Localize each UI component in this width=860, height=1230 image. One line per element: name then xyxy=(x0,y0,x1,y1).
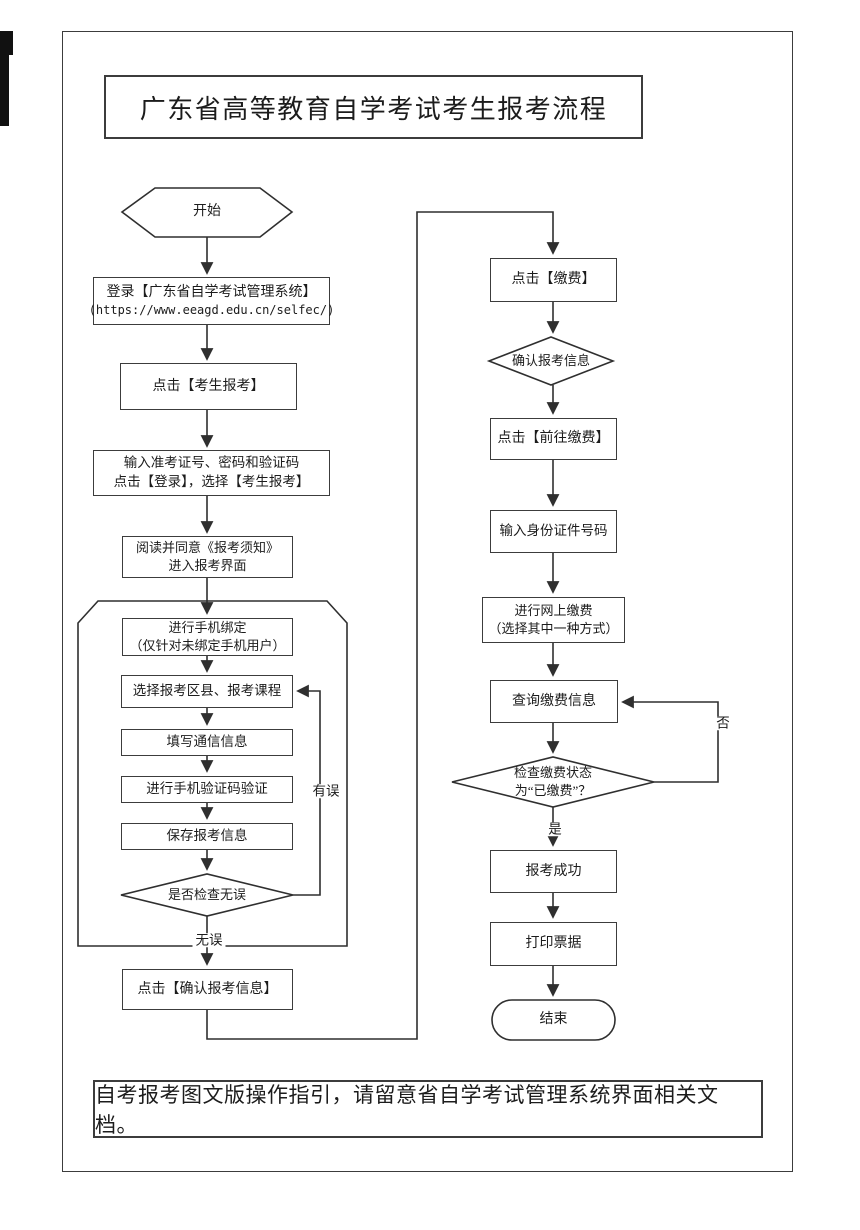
edge-label-error: 有误 xyxy=(309,784,343,798)
node-login-line1: 登录【广东省自学考试管理系统】 xyxy=(106,284,317,300)
node-read-notice-line1: 阅读并同意《报考须知》 xyxy=(135,539,279,555)
status-decision-shape xyxy=(451,756,655,808)
footer-note: 自考报考图文版操作指引，请留意省自学考试管理系统界面相关文档。 xyxy=(93,1080,763,1138)
edge-label-no: 否 xyxy=(713,716,733,730)
scan-artifact-bar xyxy=(0,31,9,126)
loop-container-shape xyxy=(77,600,348,947)
node-bind-phone-line1: 进行手机绑定 xyxy=(168,619,247,635)
node-fill-contact: 填写通信信息 xyxy=(121,729,293,756)
node-enter-id: 输入身份证件号码 xyxy=(490,510,617,553)
start-terminal-shape xyxy=(120,187,294,238)
node-query-pay: 查询缴费信息 xyxy=(490,680,618,723)
edge-confirm-clickpay xyxy=(206,211,560,1040)
node-enter-credentials: 输入准考证号、密码和验证码 点击【登录】，选择【考生报考】 xyxy=(93,450,330,496)
node-online-pay: 进行网上缴费 （选择其中一种方式） xyxy=(482,597,625,643)
edge-feedback-no xyxy=(621,695,719,783)
node-confirm-info: 点击【确认报考信息】 xyxy=(122,969,293,1010)
node-verify-sms: 进行手机验证码验证 xyxy=(121,776,293,803)
node-online-pay-line2: （选择其中一种方式） xyxy=(488,621,619,636)
node-bind-phone: 进行手机绑定 （仅针对未绑定手机用户） xyxy=(122,618,293,656)
node-enter-credentials-line1: 输入准考证号、密码和验证码 xyxy=(123,455,300,471)
node-click-pay: 点击【缴费】 xyxy=(490,258,617,302)
confirm-decision-shape xyxy=(486,336,616,386)
node-login: 登录【广东省自学考试管理系统】 (https://www.eeagd.edu.c… xyxy=(89,277,334,325)
page-title: 广东省高等教育自学考试考生报考流程 xyxy=(104,75,643,139)
edge-label-yes: 是 xyxy=(545,822,565,836)
node-print-receipt: 打印票据 xyxy=(490,922,617,966)
node-login-url: (https://www.eeagd.edu.cn/selfec/) xyxy=(88,303,335,318)
node-save-info: 保存报考信息 xyxy=(121,823,293,850)
node-enter-credentials-line2: 点击【登录】，选择【考生报考】 xyxy=(113,474,310,489)
node-read-notice-line2: 进入报考界面 xyxy=(168,558,247,573)
node-read-notice: 阅读并同意《报考须知》 进入报考界面 xyxy=(122,536,293,578)
page-border xyxy=(62,31,793,1172)
node-goto-pay: 点击【前往缴费】 xyxy=(490,418,617,460)
node-success: 报考成功 xyxy=(490,850,617,893)
node-click-register: 点击【考生报考】 xyxy=(120,363,297,410)
check-decision-shape xyxy=(120,873,294,917)
edge-label-ok: 无误 xyxy=(192,933,226,947)
node-bind-phone-line2: （仅针对未绑定手机用户） xyxy=(129,638,286,653)
node-select-courses: 选择报考区县、报考课程 xyxy=(121,675,293,708)
end-terminal-shape xyxy=(491,999,616,1041)
node-online-pay-line1: 进行网上缴费 xyxy=(514,602,593,618)
